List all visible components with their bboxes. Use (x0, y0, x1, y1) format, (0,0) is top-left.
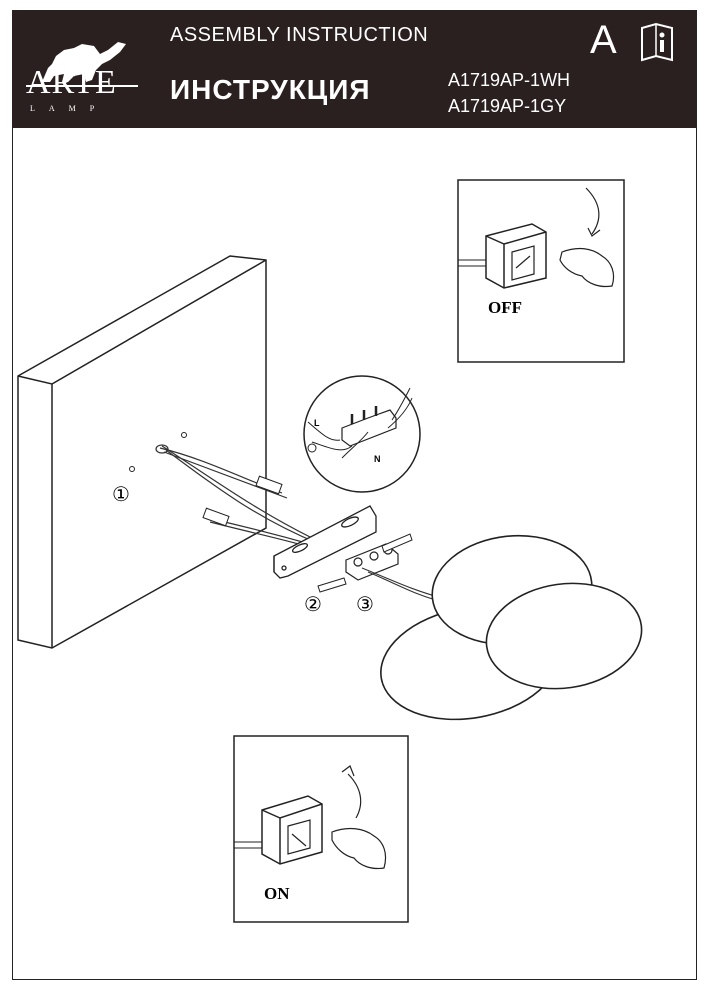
header-bar (12, 10, 697, 128)
brand-subtitle: LAMP (30, 104, 109, 113)
language-letter: A (590, 18, 617, 62)
model-number-1: A1719AP-1WH (448, 70, 571, 90)
off-label: OFF (488, 298, 522, 317)
wall-anchors (129, 432, 283, 527)
on-label: ON (264, 884, 290, 903)
model-number-2: A1719AP-1GY (448, 96, 567, 116)
on-inset (233, 735, 409, 923)
live-wire-label: L (314, 418, 320, 428)
info-book-icon (641, 22, 673, 62)
wiring-detail-circle (303, 375, 421, 493)
screws (317, 533, 413, 593)
off-inset (457, 179, 625, 363)
title-russian: ИНСТРУКЦИЯ (170, 74, 371, 105)
lion-logo-icon (26, 42, 138, 87)
title-english: ASSEMBLY INSTRUCTION (170, 24, 429, 46)
lamp-discs (380, 534, 643, 721)
step-1-marker: ① (112, 484, 130, 506)
wall-block (17, 255, 267, 649)
step-2-marker: ② (304, 594, 322, 616)
neutral-wire-label: N (374, 454, 381, 464)
assembly-diagram (17, 179, 643, 923)
mounting-bracket (273, 505, 377, 579)
step-3-marker: ③ (356, 594, 374, 616)
brand-name: ARTE (26, 64, 117, 101)
